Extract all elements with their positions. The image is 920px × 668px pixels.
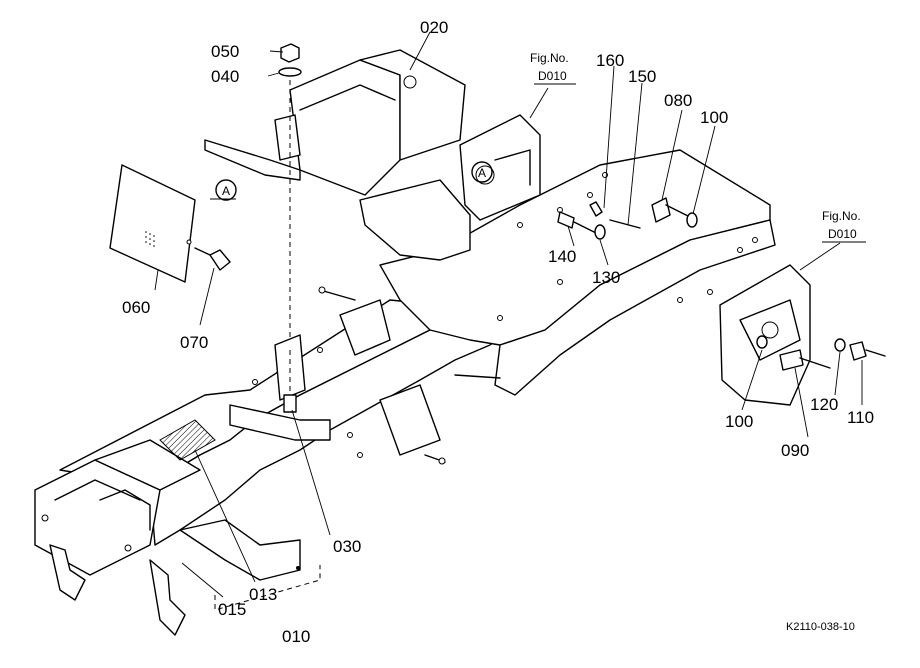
fig-ref-top: Fig.No. D010 — [530, 51, 576, 85]
leader-lines — [154, 31, 863, 598]
main-frame — [34, 149, 776, 636]
fig-ref-label: Fig.No. — [530, 51, 569, 65]
part-labels: 010 013 015 020 030 040 050 060 070 080 … — [122, 18, 874, 646]
part-label-140: 140 — [548, 247, 576, 266]
detail-marker-a-2: A — [471, 161, 493, 183]
part-label-100-lower: 100 — [725, 412, 753, 431]
detail-marker-a-1: A — [215, 179, 237, 201]
part-label-015: 015 — [218, 600, 246, 619]
detail-marker-text: A — [478, 166, 486, 180]
drawing-code: K2110-038-10 — [786, 621, 855, 633]
part-020-bracket — [204, 49, 466, 196]
part-label-100-upper: 100 — [700, 108, 728, 127]
part-label-050: 050 — [211, 42, 239, 61]
detail-marker-text: A — [222, 184, 230, 198]
fasteners — [194, 43, 886, 413]
part-label-040: 040 — [211, 67, 239, 86]
part-label-110: 110 — [847, 408, 874, 427]
part-label-150: 150 — [628, 67, 656, 86]
part-label-130: 130 — [592, 268, 620, 287]
part-label-090: 090 — [781, 441, 809, 460]
part-label-120: 120 — [810, 395, 838, 414]
part-label-030: 030 — [333, 537, 361, 556]
part-label-080: 080 — [664, 91, 692, 110]
part-label-060: 060 — [122, 298, 150, 317]
fig-ref-value: D010 — [538, 69, 567, 83]
part-label-070: 070 — [180, 333, 208, 352]
part-060-plate — [109, 164, 196, 283]
fig-ref-value: D010 — [828, 227, 857, 241]
fig-ref-label: Fig.No. — [822, 209, 861, 223]
part-label-010: 010 — [282, 627, 310, 646]
part-label-013: 013 — [249, 585, 277, 604]
part-label-020: 020 — [420, 18, 448, 37]
fig-ref-right: Fig.No. D010 — [822, 209, 866, 243]
housing-right — [719, 264, 811, 406]
part-label-160: 160 — [596, 51, 624, 70]
